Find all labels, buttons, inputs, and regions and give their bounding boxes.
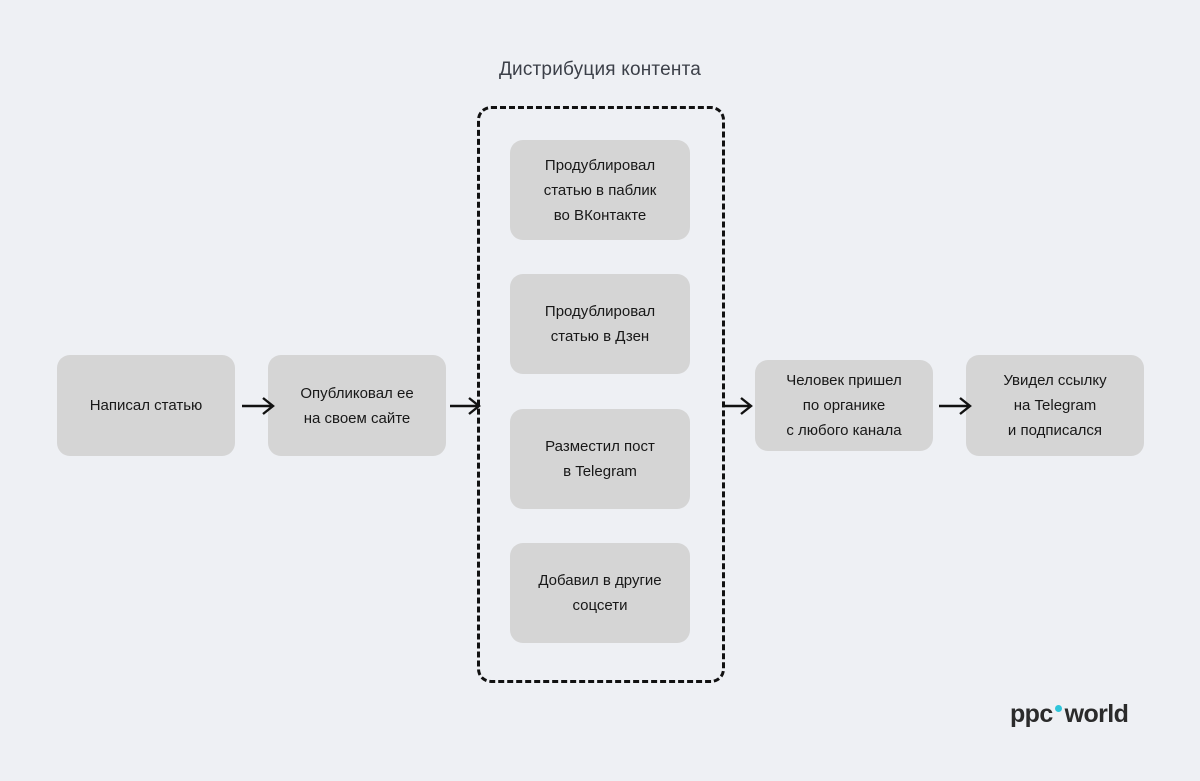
distribution-group-container	[477, 106, 725, 683]
flow-node-label: Увидел ссылку на Telegram и подписался	[1003, 372, 1107, 439]
flow-node-label: Опубликовал ее на своем сайте	[300, 384, 414, 427]
arrow-right-icon	[937, 393, 977, 419]
logo-text-world: world	[1064, 700, 1129, 728]
flow-node-publish-on-site[interactable]: Опубликовал ее на своем сайте	[268, 355, 446, 456]
logo-text-ppc: ppc	[1010, 700, 1053, 728]
flow-node-label: Человек пришел по органике с любого кана…	[786, 372, 902, 439]
arrow-right-icon	[450, 393, 490, 419]
flow-node-telegram-subscribe[interactable]: Увидел ссылку на Telegram и подписался	[966, 355, 1144, 456]
ppc-world-logo: ppc world	[1010, 700, 1129, 728]
flow-node-label: Добавил в другие соцсети	[538, 572, 662, 614]
flow-node-write-article[interactable]: Написал статью	[57, 355, 235, 456]
logo-dot-icon	[1054, 705, 1062, 712]
flow-node-other-social[interactable]: Добавил в другие соцсети	[510, 543, 690, 643]
page-title: Дистрибуция контента	[498, 59, 702, 80]
flow-node-label: Продублировал статью в паблик во ВКонтак…	[543, 156, 657, 224]
flow-node-vkontakte[interactable]: Продублировал статью в паблик во ВКонтак…	[510, 140, 690, 240]
flow-node-label: Написал статью	[89, 397, 203, 414]
flow-node-organic-visitor[interactable]: Человек пришел по органике с любого кана…	[755, 360, 933, 451]
flow-node-telegram-post[interactable]: Разместил пост в Telegram	[510, 409, 690, 509]
flow-node-dzen[interactable]: Продублировал статью в Дзен	[510, 274, 690, 374]
flow-node-label: Продублировал статью в Дзен	[544, 303, 656, 345]
flow-node-label: Разместил пост в Telegram	[545, 438, 655, 480]
arrow-right-icon	[240, 393, 280, 419]
arrow-right-icon	[716, 393, 756, 419]
